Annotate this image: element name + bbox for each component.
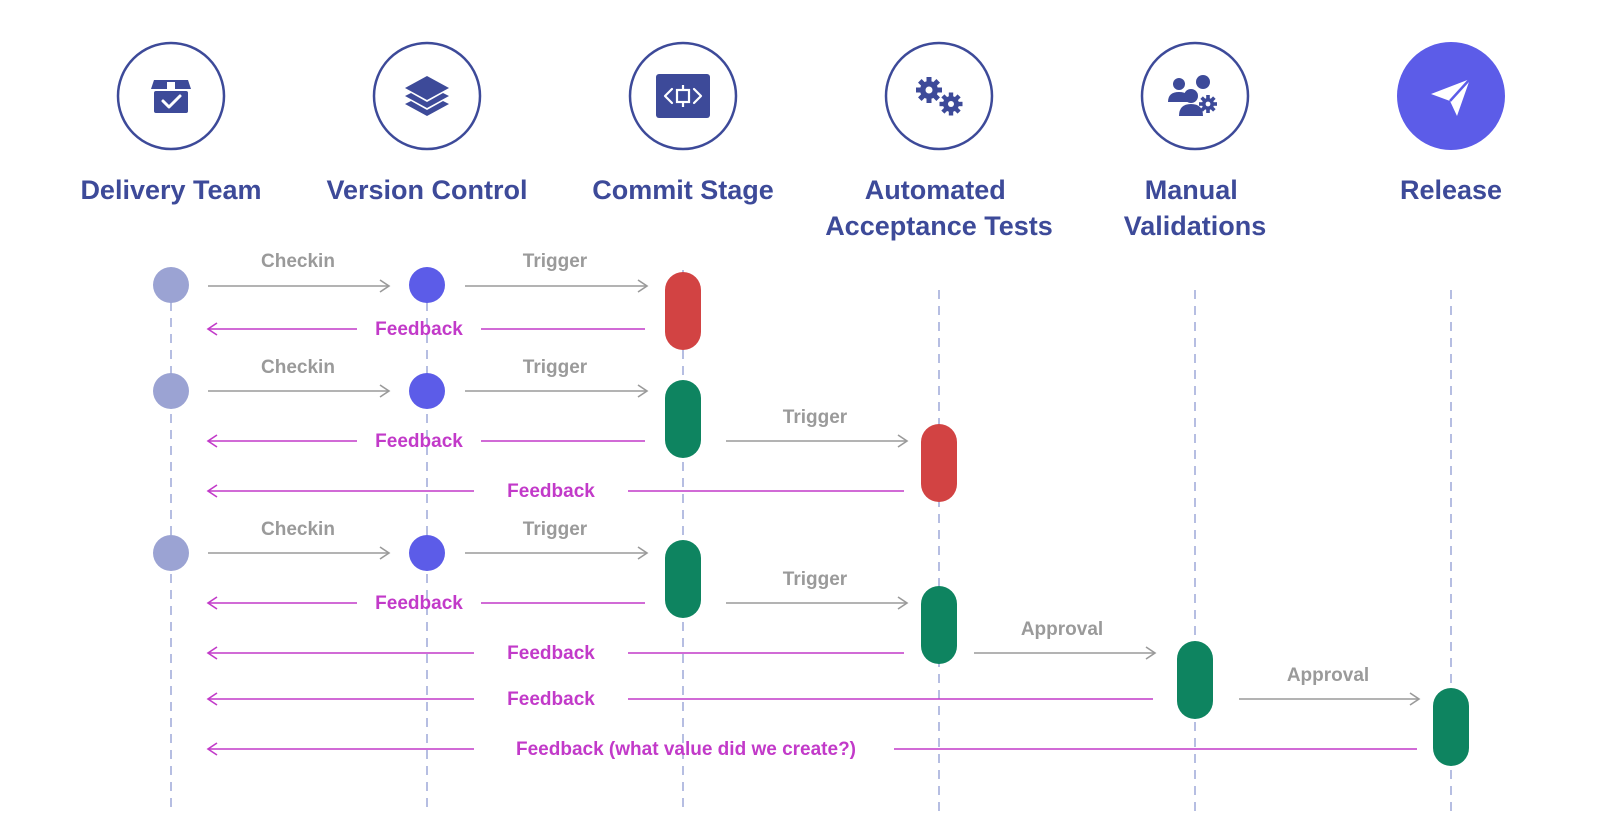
failed-commit-stage-activation (665, 272, 701, 350)
trigger-arrow-1: Trigger (465, 251, 649, 293)
trigger-arrow-4: Trigger (465, 357, 649, 398)
feedback-arrow-6: Feedback (206, 431, 645, 452)
feedback-arrow-13: Feedback (206, 643, 904, 664)
stage-title-version-control: Version Control (326, 175, 527, 205)
delivery-team-node (153, 535, 189, 571)
stage-title-commit-stage: Commit Stage (592, 175, 774, 205)
approval-label: Approval (1021, 619, 1103, 640)
feedback-arrow-2: Feedback (206, 319, 645, 340)
passed-automated-acceptance-tests-activation (921, 586, 957, 664)
paper-plane-icon (1431, 78, 1471, 116)
version-control-node (409, 373, 445, 409)
feedback-label: Feedback (507, 689, 595, 710)
delivery-team-node (153, 267, 189, 303)
delivery-team-node (153, 373, 189, 409)
users-gear-icon (1168, 75, 1217, 116)
layers-icon (405, 76, 449, 116)
stage-title-automated-acceptance-tests: Automated Acceptance Tests (825, 175, 1053, 241)
passed-commit-stage-activation (665, 380, 701, 458)
checkin-arrow-0: Checkin (208, 251, 391, 293)
checkin-label: Checkin (261, 251, 335, 272)
checkin-label: Checkin (261, 519, 335, 540)
stage-icon-automated-acceptance-tests (884, 41, 994, 151)
gears-icon (916, 77, 963, 116)
checkin-label: Checkin (261, 357, 335, 378)
passed-release-activation (1433, 688, 1469, 766)
version-control-node (409, 267, 445, 303)
trigger-label: Trigger (783, 569, 848, 590)
feedback-label: Feedback (what value did we create?) (516, 739, 856, 760)
passed-commit-stage-activation (665, 540, 701, 618)
trigger-arrow-9: Trigger (465, 519, 649, 560)
nodes (153, 267, 1469, 766)
passed-manual-validations-activation (1177, 641, 1213, 719)
stage-icon-release (1397, 42, 1505, 150)
feedback-label: Feedback (507, 643, 595, 664)
trigger-arrow-10: Trigger (726, 569, 909, 610)
lifelines (170, 270, 1452, 812)
feedback-arrow-7: Feedback (206, 481, 904, 502)
approval-label: Approval (1287, 665, 1369, 686)
trigger-label: Trigger (523, 357, 588, 378)
stage-icon-manual-validations (1140, 41, 1250, 151)
checkin-arrow-8: Checkin (208, 519, 391, 560)
trigger-label: Trigger (523, 251, 588, 272)
trigger-arrow-5: Trigger (726, 407, 909, 448)
trigger-label: Trigger (783, 407, 848, 428)
feedback-label: Feedback (375, 319, 463, 340)
stage-icon-delivery-team (116, 41, 226, 151)
stage-title-line: Acceptance Tests (825, 211, 1053, 241)
approval-arrow-12: Approval (974, 619, 1157, 660)
feedback-arrow-16: Feedback (what value did we create?) (206, 739, 1417, 760)
stage-title-line: Manual (1145, 175, 1238, 205)
stage-title-manual-validations: Manual Validations (1124, 175, 1267, 241)
stage-title-line: Validations (1124, 211, 1267, 241)
feedback-arrow-11: Feedback (206, 593, 645, 614)
failed-automated-acceptance-tests-activation (921, 424, 957, 502)
stage-title-delivery-team: Delivery Team (80, 175, 261, 205)
feedback-arrow-15: Feedback (206, 689, 1153, 710)
stage-icon-version-control (372, 41, 482, 151)
stage-title-line: Automated (865, 175, 1006, 205)
stage-title-release: Release (1400, 175, 1502, 205)
stage-icon-commit-stage (628, 41, 738, 151)
feedback-label: Feedback (375, 593, 463, 614)
trigger-label: Trigger (523, 519, 588, 540)
feedback-label: Feedback (375, 431, 463, 452)
box-check-icon (151, 80, 191, 113)
code-brackets-icon (656, 74, 710, 118)
feedback-label: Feedback (507, 481, 595, 502)
version-control-node (409, 535, 445, 571)
checkin-arrow-3: Checkin (208, 357, 391, 398)
approval-arrow-14: Approval (1239, 665, 1421, 706)
